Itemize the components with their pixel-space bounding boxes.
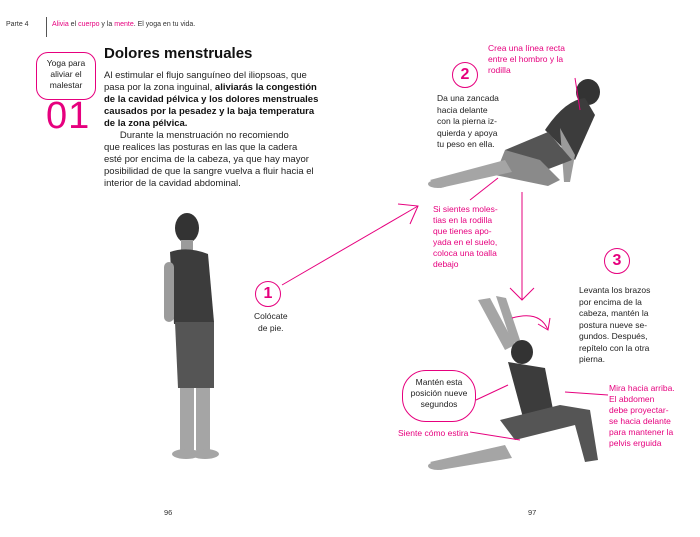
caption-line: pierna. bbox=[579, 354, 605, 364]
caption-line: hacia delante bbox=[437, 104, 488, 115]
body-text: que realices las posturas en las que la … bbox=[104, 142, 298, 153]
running-title-part: Alivia bbox=[52, 21, 69, 28]
note-look-up: Mira hacia arriba. El abdomen debe proye… bbox=[609, 383, 675, 449]
running-title-part: . El yoga en tu vida. bbox=[133, 21, 196, 28]
section-label-line: malestar bbox=[49, 80, 83, 90]
caption-line: quierda y apoya bbox=[437, 127, 498, 138]
section-title: Dolores menstruales bbox=[104, 45, 253, 62]
hold-bubble bbox=[402, 370, 476, 422]
note-line: pelvis erguida bbox=[609, 438, 662, 448]
caption-line: Levanta los brazos bbox=[579, 285, 651, 295]
body-text: Al estimular el flujo sanguíneo del ilio… bbox=[104, 70, 307, 81]
body-line: causados por la pesadez y la baja temper… bbox=[104, 106, 314, 118]
body-text-bold: de la zona pélvica. bbox=[104, 118, 188, 129]
caption-line: Da una zancada bbox=[437, 93, 499, 103]
body-text-bold: de la cavidad pélvica y los dolores mens… bbox=[104, 94, 319, 105]
note-line: debajo bbox=[433, 259, 459, 269]
page-number-left: 96 bbox=[164, 508, 173, 517]
note-line: Si sientes moles- bbox=[433, 204, 498, 214]
note-line: Crea una línea recta bbox=[488, 43, 566, 53]
note-line: Mira hacia arriba. bbox=[609, 383, 675, 393]
note-line: entre el hombro y la bbox=[488, 54, 564, 64]
note-line: que tienes apo- bbox=[433, 226, 492, 236]
lunge-figure bbox=[428, 79, 600, 188]
step-2-badge: 2 bbox=[452, 62, 478, 88]
standing-figure bbox=[164, 213, 219, 459]
body-line: Al estimular el flujo sanguíneo del ilio… bbox=[104, 70, 307, 82]
note-line: se hacia delante bbox=[609, 416, 671, 426]
caption-line: postura nueve se- bbox=[579, 319, 648, 330]
running-title-part: mente bbox=[114, 21, 134, 28]
note-line: rodilla bbox=[488, 65, 511, 75]
running-title-part: el bbox=[68, 21, 79, 28]
bubble-line: posición nueve bbox=[410, 388, 468, 398]
note-feel-stretch: Siente cómo estira bbox=[398, 428, 469, 438]
section-label-box bbox=[36, 52, 96, 100]
running-title-part: cuerpo bbox=[78, 21, 100, 28]
note-line: para mantener la bbox=[609, 427, 674, 437]
bubble-line: Mantén esta bbox=[415, 377, 463, 387]
note-line: coloca una toalla bbox=[433, 248, 497, 258]
note-line: tias en la rodilla bbox=[433, 215, 493, 225]
body-line: esté por encima de la cabeza, ya que hay… bbox=[104, 154, 309, 166]
note-knee-pain: Si sientes moles- tias en la rodilla que… bbox=[433, 204, 498, 270]
body-line: posibilidad de que la sangre vuelva a fl… bbox=[104, 166, 314, 178]
step-3-badge: 3 bbox=[604, 248, 630, 274]
note-line: El abdomen bbox=[609, 394, 655, 404]
caption-line: Colócate bbox=[254, 311, 288, 321]
bubble-line: segundos bbox=[420, 399, 458, 409]
step-3-caption: Levanta los brazos por encima de la cabe… bbox=[579, 285, 650, 366]
step-1-badge: 1 bbox=[255, 281, 281, 307]
section-label-line: Yoga para bbox=[46, 58, 86, 68]
body-text: posibilidad de que la sangre vuelva a fl… bbox=[104, 166, 314, 177]
body-text: interior de la cavidad abdominal. bbox=[104, 178, 241, 189]
running-title: Alivia el cuerpo y la mente. El yoga en … bbox=[52, 21, 195, 28]
body-line: de la cavidad pélvica y los dolores mens… bbox=[104, 94, 318, 106]
caption-line: de pie. bbox=[258, 322, 284, 333]
body-line: pasa por la zona inguinal, aliviarás la … bbox=[104, 82, 317, 94]
body-text-bold: causados por la pesadez y la baja temper… bbox=[104, 106, 315, 117]
caption-line: tu peso en ella. bbox=[437, 139, 495, 149]
body-line: de la zona pélvica. bbox=[104, 118, 187, 130]
body-line: que realices las posturas en las que la … bbox=[104, 142, 297, 154]
note-shoulder-knee: Crea una línea recta entre el hombro y l… bbox=[488, 43, 565, 76]
note-line: yada en el suelo, bbox=[433, 237, 498, 247]
caption-line: por encima de la bbox=[579, 296, 642, 307]
section-number: 01 bbox=[46, 95, 91, 137]
section-label-line: aliviar el bbox=[50, 69, 82, 79]
body-line: Durante la menstruación no recomiendo bbox=[104, 130, 289, 142]
body-text: pasa por la zona inguinal, bbox=[104, 82, 215, 93]
section-label: Yoga para aliviar el malestar bbox=[36, 58, 96, 91]
caption-line: cabeza, mantén la bbox=[579, 308, 649, 318]
header-divider bbox=[46, 17, 47, 37]
caption-line: gundos. Después, bbox=[579, 331, 648, 341]
body-text-bold: aliviarás la congestión bbox=[214, 82, 317, 93]
body-line: interior de la cavidad abdominal. bbox=[104, 178, 241, 190]
page-number-right: 97 bbox=[528, 508, 537, 517]
body-text: Durante la menstruación no recomiendo bbox=[104, 130, 289, 141]
body-text: esté por encima de la cabeza, ya que hay… bbox=[104, 154, 309, 165]
hold-bubble-text: Mantén esta posición nueve segundos bbox=[402, 377, 476, 410]
flow-arrows bbox=[281, 77, 609, 441]
caption-line: con la pierna iz- bbox=[437, 116, 498, 126]
running-title-part: y la bbox=[99, 21, 115, 28]
step-1-caption: Colócate de pie. bbox=[254, 311, 288, 334]
note-line: debe proyectar- bbox=[609, 405, 669, 415]
step-2-caption: Da una zancada hacia delante con la pier… bbox=[437, 93, 499, 151]
caption-line: repítelo con la otra bbox=[579, 342, 650, 353]
part-label: Parte 4 bbox=[6, 21, 29, 28]
arms-raised-figure bbox=[428, 296, 598, 470]
